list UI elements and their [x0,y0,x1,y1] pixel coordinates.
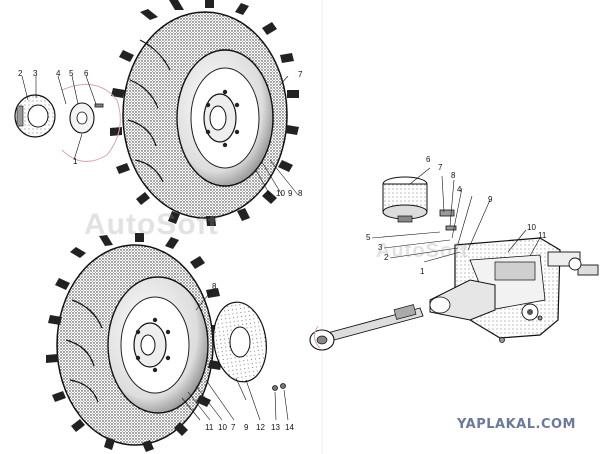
gearbox-assembly [309,167,599,351]
callout-top-2: 2 [18,69,23,78]
site-watermark: YAPLAKAL.COM [457,417,576,432]
callout-top-7: 7 [298,70,303,79]
callout-top-4: 4 [56,69,61,78]
callout-gear-3: 3 [378,243,383,252]
callout-top-8: 8 [298,189,303,198]
watermark-autosoft-right: AutoSoft [376,240,469,262]
top-hub-parts [14,75,299,196]
callout-top-10: 10 [276,189,285,198]
output-shafts [547,251,599,276]
callout-gear-6: 6 [426,155,431,164]
hub-adapter [14,94,56,138]
callout-top-1: 1 [73,157,78,166]
callout-bottom-9: 9 [244,423,249,432]
callout-gear-8: 8 [451,171,456,180]
callout-gear-1: 1 [420,267,425,276]
bottom-lug-nuts [135,317,171,373]
callout-gear-7: 7 [438,163,443,172]
callout-top-3: 3 [33,69,38,78]
callout-bottom-14: 14 [285,423,294,432]
callout-top-6: 6 [84,69,89,78]
bottom-wheel [46,233,224,452]
filter-canister [382,176,428,223]
callout-gear-5: 5 [366,233,371,242]
input-shaft [309,304,424,351]
callout-bottom-8: 8 [212,282,217,291]
hub-flange [69,102,95,134]
gearbox-small-parts [439,209,543,343]
callout-gear-9: 9 [488,195,493,204]
callout-top-5: 5 [69,69,74,78]
bottom-leader-lines [181,289,289,421]
callout-gear-2: 2 [384,253,389,262]
callout-top-9: 9 [288,189,293,198]
bell-housing [429,279,496,321]
top-lug-nuts [205,89,240,148]
spacer-disc [213,301,267,383]
callout-bottom-12: 12 [256,423,265,432]
callout-gear-4: 4 [457,185,462,194]
small-fasteners [272,383,286,391]
callout-bottom-11: 11 [205,423,214,432]
callout-gear-11: 11 [538,231,547,240]
watermark-autosoft-left: AutoSoft [84,208,219,241]
callout-gear-10: 10 [527,223,536,232]
callout-bottom-13: 13 [271,423,280,432]
callout-bottom-10: 10 [218,423,227,432]
top-wheel [110,0,299,226]
callout-bottom-7: 7 [231,423,236,432]
